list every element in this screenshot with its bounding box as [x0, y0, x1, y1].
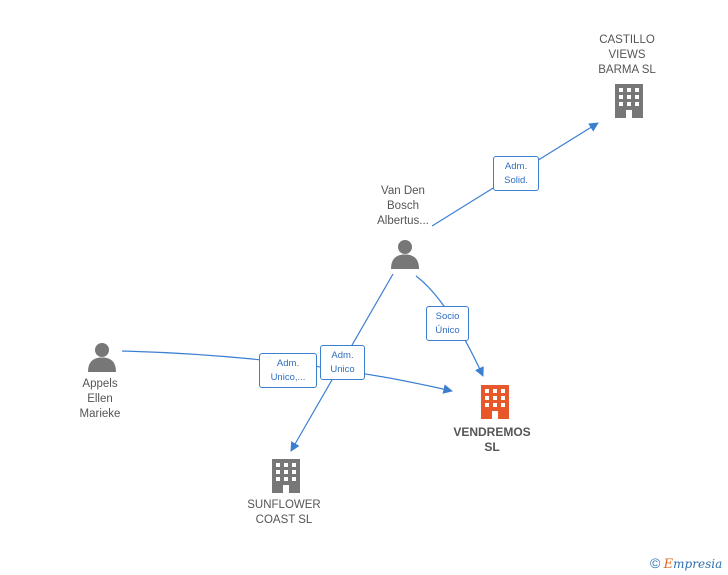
appels-person-icon[interactable] — [88, 343, 116, 372]
sunflower-building-icon[interactable] — [272, 459, 300, 493]
vendremos-building-icon[interactable] — [481, 385, 509, 419]
appels-label[interactable]: Appels Ellen Marieke — [79, 378, 121, 420]
edge-label-socio-unico[interactable]: Socio Único — [426, 306, 469, 341]
copyright-icon: © — [650, 555, 661, 571]
brand-logo-rest: mpresia — [673, 557, 723, 571]
brand-logo-initial: E — [663, 557, 674, 572]
sunflower-label[interactable]: SUNFLOWER COAST SL — [247, 499, 321, 526]
van-den-bosch-person-icon[interactable] — [391, 240, 419, 269]
edge-label-adm-unico-2[interactable]: Adm. Unico — [320, 345, 365, 380]
brand-footer: © Empresia — [650, 555, 722, 572]
edge-label-adm-unico-1[interactable]: Adm. Unico,... — [259, 353, 317, 388]
vendremos-label[interactable]: VENDREMOS SL — [453, 425, 531, 454]
edge-label-adm-solid[interactable]: Adm. Solid. — [493, 156, 539, 191]
castillo-building-icon[interactable] — [615, 84, 643, 118]
castillo-label[interactable]: CASTILLO VIEWS BARMA SL — [598, 34, 656, 76]
van-den-bosch-label[interactable]: Van Den Bosch Albertus... — [377, 185, 429, 227]
